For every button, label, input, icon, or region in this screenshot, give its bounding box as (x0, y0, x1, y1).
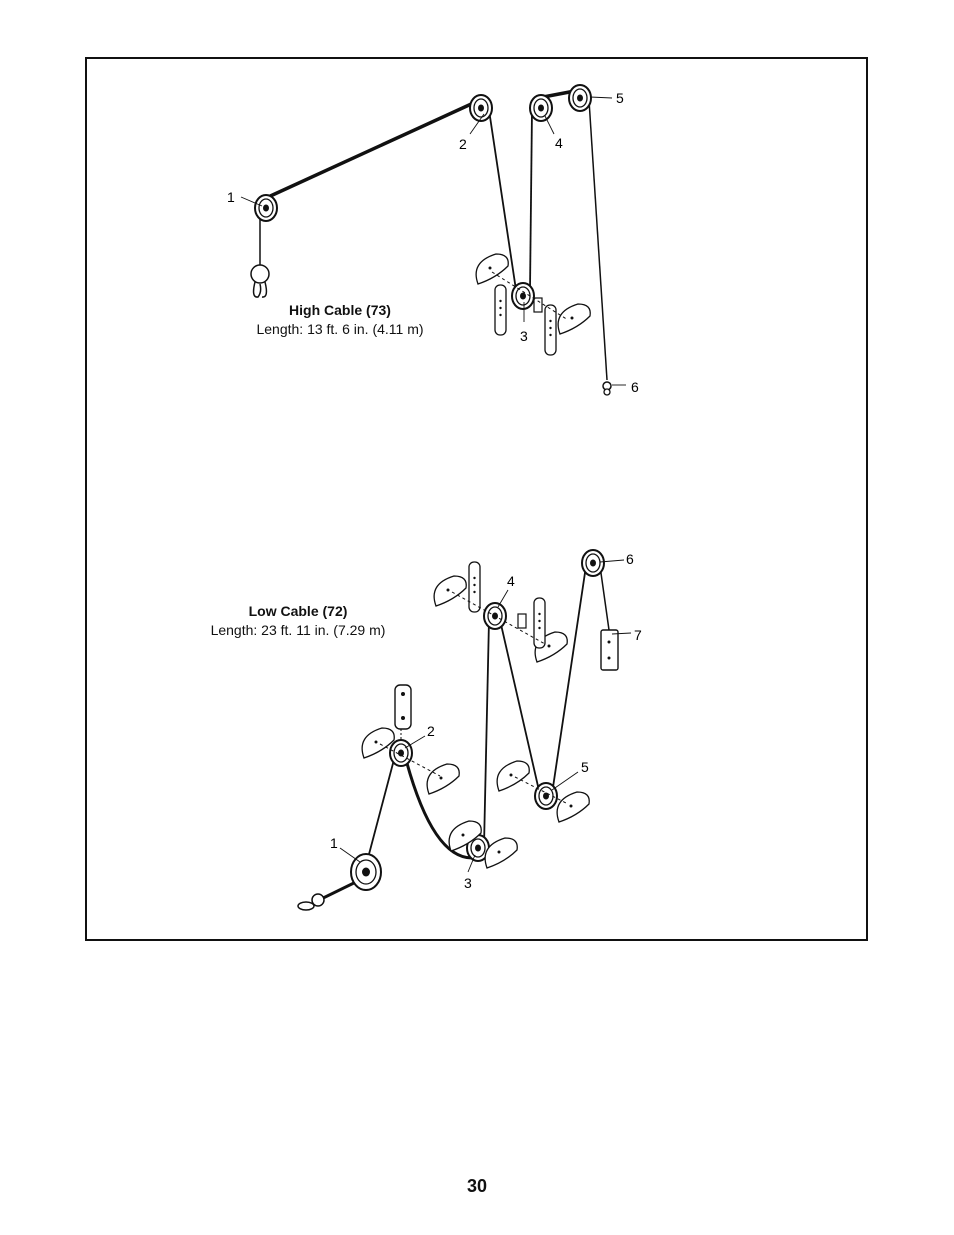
low-cable-segment (551, 565, 587, 795)
low-pulley-2 (389, 739, 413, 767)
high-cable-end-ball (602, 381, 612, 396)
low-label-7: 7 (634, 627, 642, 643)
low-pulley-cover (433, 575, 467, 607)
low-label-4: 4 (507, 573, 515, 589)
high-cable-length: Length: 13 ft. 6 in. (4.11 m) (256, 321, 424, 337)
high-label-4: 4 (555, 135, 563, 151)
low-handle-hook (297, 893, 325, 911)
high-cable-segment (588, 99, 608, 381)
low-cable-segment (499, 619, 541, 796)
high-leader-line (589, 96, 613, 99)
low-cable-routing: 1 2 3 4 5 6 7 (297, 549, 642, 911)
low-bolt-line (514, 776, 569, 805)
high-cable-title: High Cable (73) (289, 302, 391, 318)
low-label-2: 2 (427, 723, 435, 739)
high-leader-line (469, 113, 485, 135)
high-pulley-1 (254, 194, 278, 222)
low-cable-segment (483, 619, 490, 847)
high-label-2: 2 (459, 136, 467, 152)
low-pulley-cover (484, 837, 518, 869)
low-label-6: 6 (626, 551, 634, 567)
high-leader-line (240, 196, 263, 207)
low-cable-segment (403, 755, 473, 860)
low-pulley-cover (556, 791, 590, 823)
low-pulley-1 (350, 853, 382, 891)
low-leader-line (611, 632, 632, 635)
low-pulley-cover (496, 760, 530, 792)
low-leader-line (497, 589, 509, 608)
high-cable-routing: 1 2 3 4 5 6 (227, 84, 639, 396)
high-pulley-3 (511, 282, 535, 310)
high-cable-segment (488, 109, 517, 291)
low-pulley-cover (426, 763, 460, 795)
page-number: 30 (466, 1176, 488, 1196)
high-label-3: 3 (520, 328, 528, 344)
high-cable-segment (529, 109, 533, 291)
low-cable-caption: Low Cable (72) Length: 23 ft. 11 in. (7.… (188, 602, 408, 640)
low-pulley-5 (534, 782, 558, 810)
low-leader-line (467, 854, 476, 873)
low-bolt-line (379, 743, 441, 777)
high-handle-hook (250, 264, 270, 298)
low-pulley-6 (581, 549, 605, 577)
low-label-3: 3 (464, 875, 472, 891)
low-cable-segment (367, 751, 397, 859)
low-leader-line (339, 847, 361, 863)
low-label-5: 5 (581, 759, 589, 775)
low-label-1: 1 (330, 835, 338, 851)
high-bracket (494, 284, 507, 336)
low-bracket (533, 597, 546, 649)
low-spacer (517, 613, 527, 629)
high-label-5: 5 (616, 90, 624, 106)
low-leader-line (599, 559, 625, 563)
low-mount-bracket-2 (394, 684, 412, 741)
low-cable-length: Length: 23 ft. 11 in. (7.29 m) (210, 622, 386, 638)
high-pulley-5 (568, 84, 592, 112)
low-cable-title: Low Cable (72) (248, 603, 348, 619)
high-spacer (533, 297, 543, 313)
high-pulley-cover (557, 303, 591, 335)
low-leader-line (551, 771, 579, 791)
high-pulley-4 (529, 94, 553, 122)
high-leader-line (544, 115, 555, 135)
high-cable-segment (265, 98, 481, 200)
high-pulley-2 (469, 94, 493, 122)
diagram-frame (85, 57, 868, 941)
low-cable-segment (599, 565, 610, 631)
low-leader-line (404, 735, 426, 749)
high-bolt-line (491, 271, 569, 321)
high-cable-caption: High Cable (73) Length: 13 ft. 6 in. (4.… (230, 301, 450, 339)
high-bracket (544, 304, 557, 356)
low-mount-bracket-7 (600, 629, 619, 671)
high-label-1: 1 (227, 189, 235, 205)
high-label-6: 6 (631, 379, 639, 395)
